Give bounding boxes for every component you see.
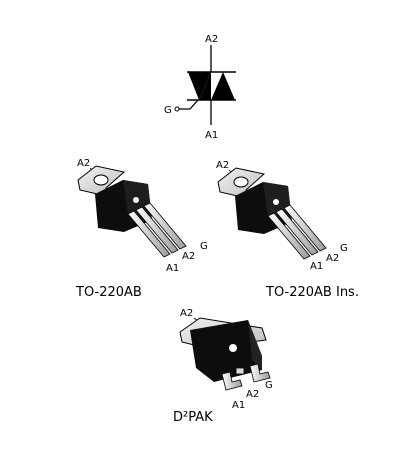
package-d2pak: A2 G A2 A1 D²PAK <box>173 308 273 425</box>
symbol-gate-wire <box>178 99 199 110</box>
to220abins-a2b-label: A2 <box>326 253 339 264</box>
d2pak-package-name: D²PAK <box>173 410 213 425</box>
package-to220ab: A2 G A2 A1 TO-220AB <box>75 158 208 300</box>
d2pak-a2b-label: A2 <box>246 389 259 400</box>
to220ab-body-dot <box>133 197 139 203</box>
to220ab-g-label: G <box>200 241 208 252</box>
package-to220ab-ins: A2 G A2 A1 TO-220AB Ins. <box>216 160 359 300</box>
d2pak-lead-g <box>249 363 271 383</box>
to220abins-mount-hole <box>233 176 249 188</box>
symbol-triangle-fill <box>199 72 211 100</box>
to220abins-package-name: TO-220AB Ins. <box>265 285 359 300</box>
to220ab-lead-g <box>143 202 187 250</box>
to220ab-a2-label: A2 <box>77 158 90 169</box>
to220abins-lead-a2 <box>275 208 319 256</box>
symbol-triangle-up <box>211 72 235 100</box>
d2pak-body <box>190 320 262 382</box>
to220ab-a1-label: A1 <box>166 263 179 274</box>
symbol-gate-label: G <box>164 105 172 116</box>
triac-symbol: A2 G A1 <box>164 34 236 141</box>
to220abins-a2-label: A2 <box>216 160 229 171</box>
d2pak-body-side <box>248 320 262 370</box>
to220abins-lead-g <box>283 204 327 252</box>
symbol-anode2-label: A2 <box>205 34 218 45</box>
to220ab-package-name: TO-220AB <box>75 285 142 300</box>
to220ab-mount-hole <box>93 174 109 186</box>
symbol-anode1-label: A1 <box>205 130 218 141</box>
d2pak-a2-label: A2 <box>180 308 193 319</box>
d2pak-lead-a2-stub <box>235 367 245 375</box>
d2pak-a1-label: A1 <box>232 400 245 411</box>
symbol-triangle-down <box>188 72 211 100</box>
to220ab-lead-a2 <box>135 206 179 254</box>
to220ab-lead-a1 <box>127 210 171 258</box>
to220abins-a1-label: A1 <box>310 261 323 272</box>
to220abins-body-dot <box>273 199 279 205</box>
d2pak-lead-a1 <box>221 371 243 391</box>
d2pak-body-dot <box>229 344 237 352</box>
d2pak-g-label: G <box>265 380 273 391</box>
to220ab-a2b-label: A2 <box>182 251 195 262</box>
to220abins-g-label: G <box>340 243 348 254</box>
symbol-gate-terminal <box>174 106 180 112</box>
to220abins-lead-a1 <box>267 212 311 260</box>
